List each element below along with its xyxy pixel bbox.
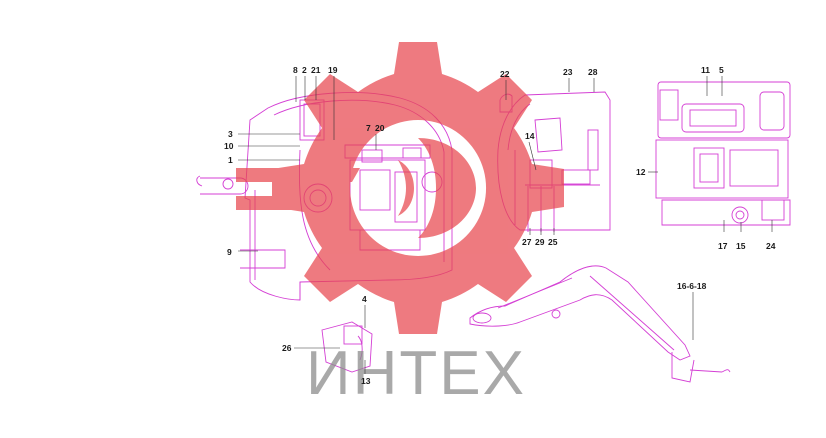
- intech-watermark-text: ИНТЕХ: [306, 339, 526, 408]
- callout-10: 10: [224, 141, 234, 151]
- leader-lines: [238, 76, 773, 374]
- callout-2: 2: [302, 65, 307, 75]
- callout-3: 3: [228, 129, 233, 139]
- engine-pump-assembly: [655, 81, 791, 226]
- boom-arm: [469, 265, 731, 383]
- callout-20: 20: [375, 123, 385, 133]
- callout-28: 28: [588, 67, 598, 77]
- intech-gear-watermark: [236, 42, 564, 334]
- callout-24: 24: [766, 241, 776, 251]
- callout-11: 11: [701, 65, 710, 75]
- callout-23: 23: [563, 67, 573, 77]
- callout-13: 13: [361, 376, 371, 386]
- callout-27: 27: [522, 237, 532, 247]
- callout-25: 25: [548, 237, 558, 247]
- callout-12: 12: [636, 167, 646, 177]
- callout-17: 17: [718, 241, 728, 251]
- callout-1: 1: [228, 155, 233, 165]
- callout-26: 26: [282, 343, 292, 353]
- callout-8: 8: [293, 65, 298, 75]
- callout-29: 29: [535, 237, 545, 247]
- callout-21: 21: [311, 65, 321, 75]
- callout-15: 15: [736, 241, 746, 251]
- callout-labels: 8 2 21 19 3 10 1 7 20 9 4 26 13 22 23 28…: [224, 65, 776, 386]
- callout-19: 19: [328, 65, 338, 75]
- callout-16-6-18: 16-6-18: [677, 281, 707, 291]
- callout-9: 9: [227, 247, 232, 257]
- callout-22: 22: [500, 69, 510, 79]
- control-lever-harness: [321, 321, 373, 373]
- callout-7: 7: [366, 123, 371, 133]
- callout-5: 5: [719, 65, 724, 75]
- callout-14: 14: [525, 131, 535, 141]
- callout-4: 4: [362, 294, 367, 304]
